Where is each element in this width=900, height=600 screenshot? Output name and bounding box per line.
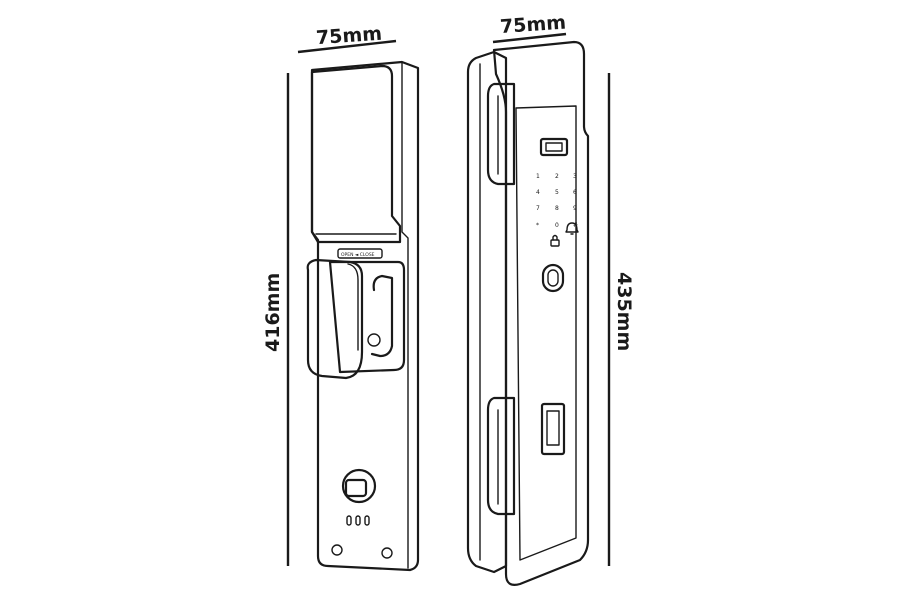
front-width-label: 75mm	[499, 12, 566, 39]
key-4[interactable]: 4	[536, 189, 540, 196]
key-star[interactable]: *	[536, 222, 539, 229]
display-screen	[545, 142, 563, 152]
vent-slot	[364, 515, 370, 526]
key-6[interactable]: 6	[573, 189, 577, 196]
keypad: 1 2 3 4 5 6 7 8 9 * 0 #	[536, 173, 578, 229]
key-0[interactable]: 0	[555, 222, 559, 229]
front-panel-body	[492, 40, 590, 586]
display-window	[539, 137, 569, 157]
back-panel: OPEN ◄ CLOSE	[306, 60, 420, 572]
key-slot	[344, 478, 368, 498]
front-panel-face	[515, 105, 577, 561]
knob-switch-label: OPEN ◄ CLOSE	[341, 252, 375, 258]
back-panel-body	[310, 60, 420, 572]
vent-slot	[346, 515, 352, 526]
back-panel-edge	[401, 61, 409, 569]
back-width-line	[297, 39, 397, 54]
key-cylinder[interactable]	[341, 468, 377, 504]
screw-right	[381, 547, 393, 559]
doorbell-icon[interactable]	[565, 222, 579, 235]
key-cover-inner	[546, 410, 560, 446]
thumb-turn-pivot	[367, 333, 381, 347]
thumb-turn[interactable]	[370, 274, 394, 358]
lock-icon[interactable]	[550, 234, 560, 247]
key-8[interactable]: 8	[555, 205, 559, 212]
knob-housing	[328, 260, 406, 374]
battery-cover	[310, 64, 402, 244]
handle-highlight	[347, 263, 359, 351]
lower-handle[interactable]	[486, 396, 516, 516]
vent-slot	[355, 515, 361, 526]
key-cover[interactable]	[540, 402, 566, 456]
key-9[interactable]: 9	[573, 205, 577, 212]
front-panel: 1 2 3 4 5 6 7 8 9 * 0 #	[466, 40, 590, 586]
key-2[interactable]: 2	[555, 173, 559, 180]
front-height-label: 435mm	[613, 272, 635, 351]
back-height-label: 416mm	[262, 273, 284, 352]
upper-handle[interactable]	[486, 82, 516, 186]
fingerprint-sensor	[547, 269, 559, 287]
key-1[interactable]: 1	[536, 173, 540, 180]
key-7[interactable]: 7	[536, 205, 540, 212]
inside-handle[interactable]	[306, 258, 364, 380]
screw-left	[331, 544, 343, 556]
knob-switch-plate	[337, 248, 383, 259]
front-width-line	[492, 32, 567, 44]
key-5[interactable]: 5	[555, 189, 559, 196]
front-back-plate	[466, 50, 508, 574]
fingerprint-reader[interactable]	[541, 263, 565, 293]
key-3[interactable]: 3	[573, 173, 577, 180]
